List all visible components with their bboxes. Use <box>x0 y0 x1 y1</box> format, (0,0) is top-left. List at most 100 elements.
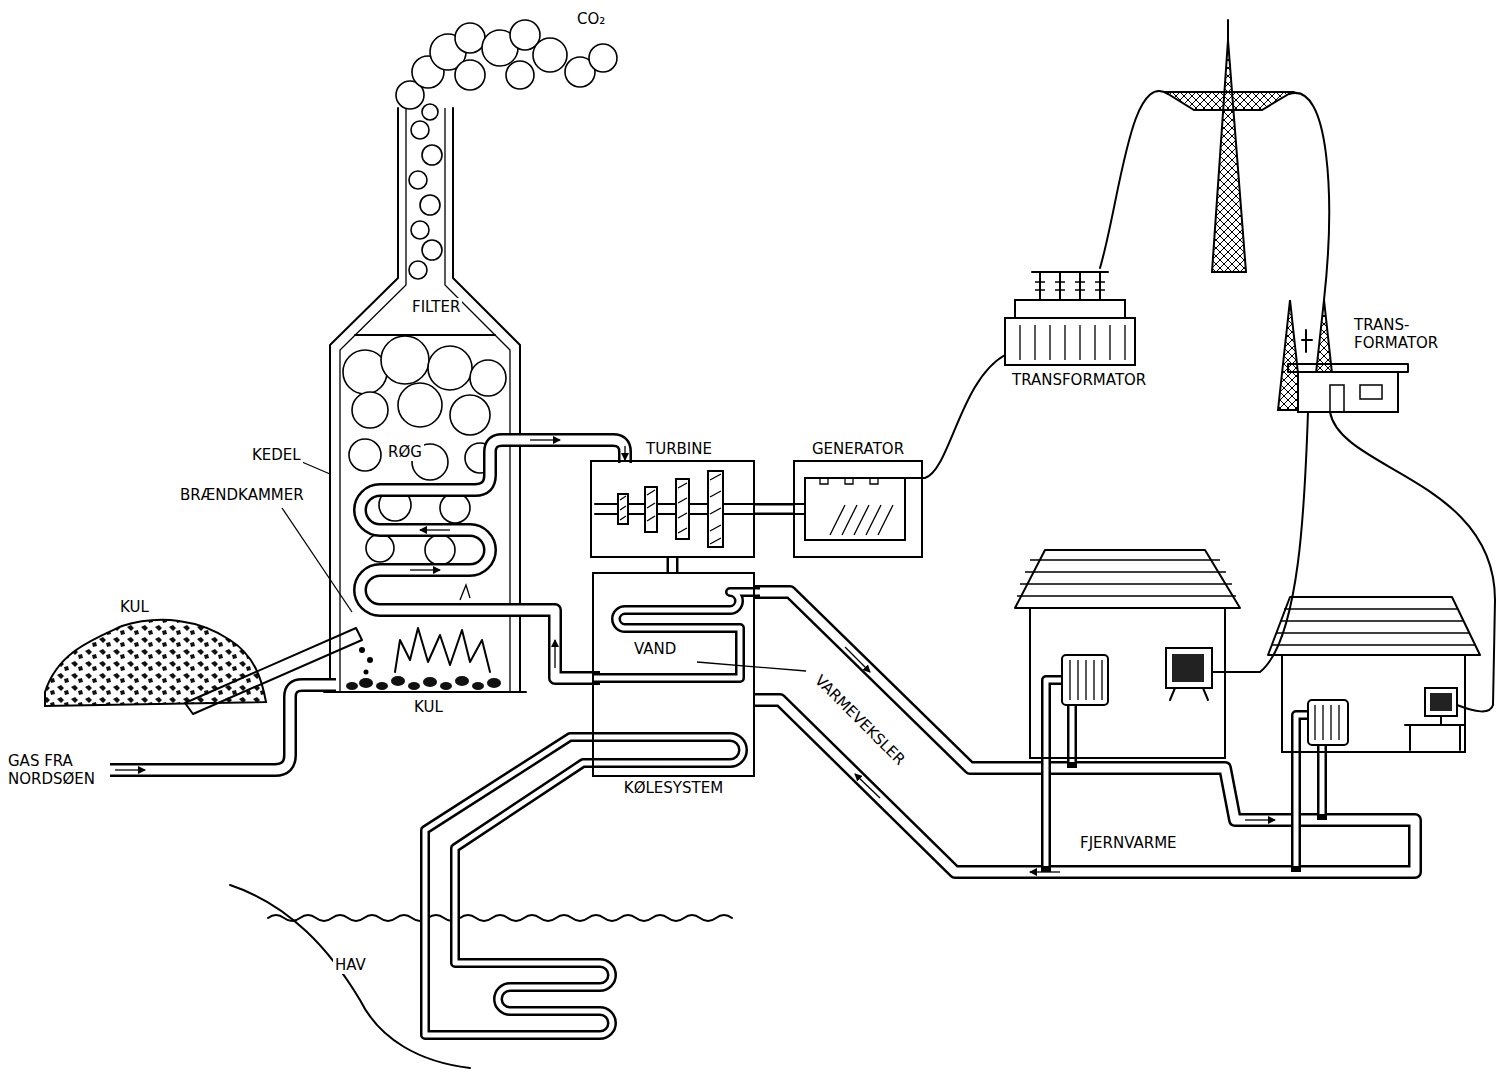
chimney-smoke <box>589 44 617 72</box>
generator-drawing <box>830 505 893 535</box>
power-line <box>1330 412 1495 711</box>
flow-arrow <box>1245 819 1275 820</box>
shaft-connector <box>755 503 793 515</box>
coal-in-boiler <box>346 682 358 690</box>
leader-line <box>282 508 352 612</box>
flow-arrow <box>624 446 625 460</box>
combustion-chamber-label: BRÆNDKAMMER <box>178 486 306 504</box>
boiler-label: KEDEL <box>250 446 303 464</box>
generator-drawing <box>805 478 905 540</box>
district-heating-pipes <box>1046 680 1322 872</box>
boiler-clouds <box>425 535 455 565</box>
sea <box>230 885 732 1068</box>
filter-label: FILTER <box>410 298 462 316</box>
transformer-label: TRANS- FORMATOR <box>1352 316 1440 352</box>
transformer-drawing <box>1035 282 1105 290</box>
house <box>1015 550 1240 608</box>
boiler-clouds <box>381 336 429 384</box>
cooling-coil <box>596 737 743 763</box>
coal-label: KUL <box>412 698 445 716</box>
leader-line <box>697 662 806 671</box>
coal-in-boiler <box>376 682 388 690</box>
flow-arrow <box>115 440 1275 872</box>
flow-arrow <box>410 569 440 570</box>
generator-drawing <box>795 478 905 540</box>
water-label: VAND <box>632 640 678 658</box>
flow-arrow <box>855 774 880 798</box>
chimney-smoke <box>409 171 427 189</box>
coal-conveyor <box>185 628 362 714</box>
chimney-smoke <box>533 38 567 72</box>
house <box>1017 560 1236 596</box>
flow-arrow <box>845 647 870 672</box>
boiler-clouds <box>398 383 442 427</box>
coal-conveyor <box>185 628 373 714</box>
power-pylon <box>1165 20 1292 272</box>
transformer-label: TRANSFORMATOR <box>1010 371 1148 389</box>
heat-exchanger-label: VARMEVEKSLER <box>810 670 910 770</box>
power-line <box>1100 91 1168 268</box>
boiler-clouds <box>349 439 381 471</box>
computer <box>1405 716 1465 750</box>
power-line <box>905 91 1495 711</box>
house <box>1015 550 1480 758</box>
shaft-connector <box>669 558 676 572</box>
coal-pile <box>45 620 266 706</box>
coal-pile <box>45 620 266 706</box>
house <box>1272 609 1475 645</box>
turbine-drawing <box>645 487 657 532</box>
chimney-smoke <box>409 261 427 279</box>
chimney-smoke <box>422 240 442 260</box>
chimney-smoke <box>455 60 485 90</box>
radiator <box>1308 700 1348 745</box>
cooling-coil <box>596 737 743 763</box>
coal-in-boiler <box>487 678 501 688</box>
steam-pipe <box>360 440 625 678</box>
substation-drawing <box>1330 385 1344 412</box>
coal-in-boiler <box>346 676 501 690</box>
district-heating-pipes <box>755 592 1415 846</box>
boiler-clouds <box>440 493 470 523</box>
power-pylon <box>1212 40 1246 272</box>
computer <box>1170 688 1208 700</box>
transformer-drawing <box>1005 318 1135 365</box>
chimney-smoke <box>422 145 442 165</box>
radiator <box>1070 660 1102 700</box>
house <box>1282 655 1465 752</box>
transformer-drawing <box>1015 300 1125 318</box>
computer <box>1430 693 1452 711</box>
computer <box>1425 688 1457 716</box>
power-pylon <box>1165 92 1292 110</box>
turbine-drawing <box>620 474 721 544</box>
substation-drawing <box>1298 372 1398 412</box>
fire <box>460 585 470 600</box>
shaft-connector <box>755 506 793 513</box>
coal-in-boiler <box>359 678 373 688</box>
coal-in-boiler <box>455 676 469 686</box>
boiler-clouds <box>470 360 506 396</box>
radiator <box>1062 655 1108 705</box>
fire <box>395 628 490 672</box>
generator-box: GENERATOR <box>793 460 923 558</box>
district-heating-pipes <box>755 592 1415 872</box>
district-heating-pipes <box>755 592 1415 846</box>
flow-arrow <box>554 640 555 668</box>
power-pylon <box>1227 20 1229 40</box>
house <box>1268 597 1480 655</box>
node-title: KØLESYSTEM <box>622 779 725 797</box>
chimney-smoke <box>506 61 534 89</box>
sea-label: HAV <box>333 956 368 974</box>
gas-pipe <box>110 685 336 770</box>
turbine-box: TURBINE <box>590 460 755 558</box>
sea-cooling-pipe <box>425 737 612 1035</box>
boiler-clouds <box>352 392 388 428</box>
cooling-coil <box>596 737 743 763</box>
flow-arrow <box>115 769 145 770</box>
house <box>1030 608 1225 758</box>
coal-in-boiler <box>391 676 405 686</box>
sea <box>268 915 732 921</box>
shaft-connector <box>755 509 793 510</box>
shaft-connector <box>667 558 679 572</box>
boiler-clouds <box>366 534 394 562</box>
